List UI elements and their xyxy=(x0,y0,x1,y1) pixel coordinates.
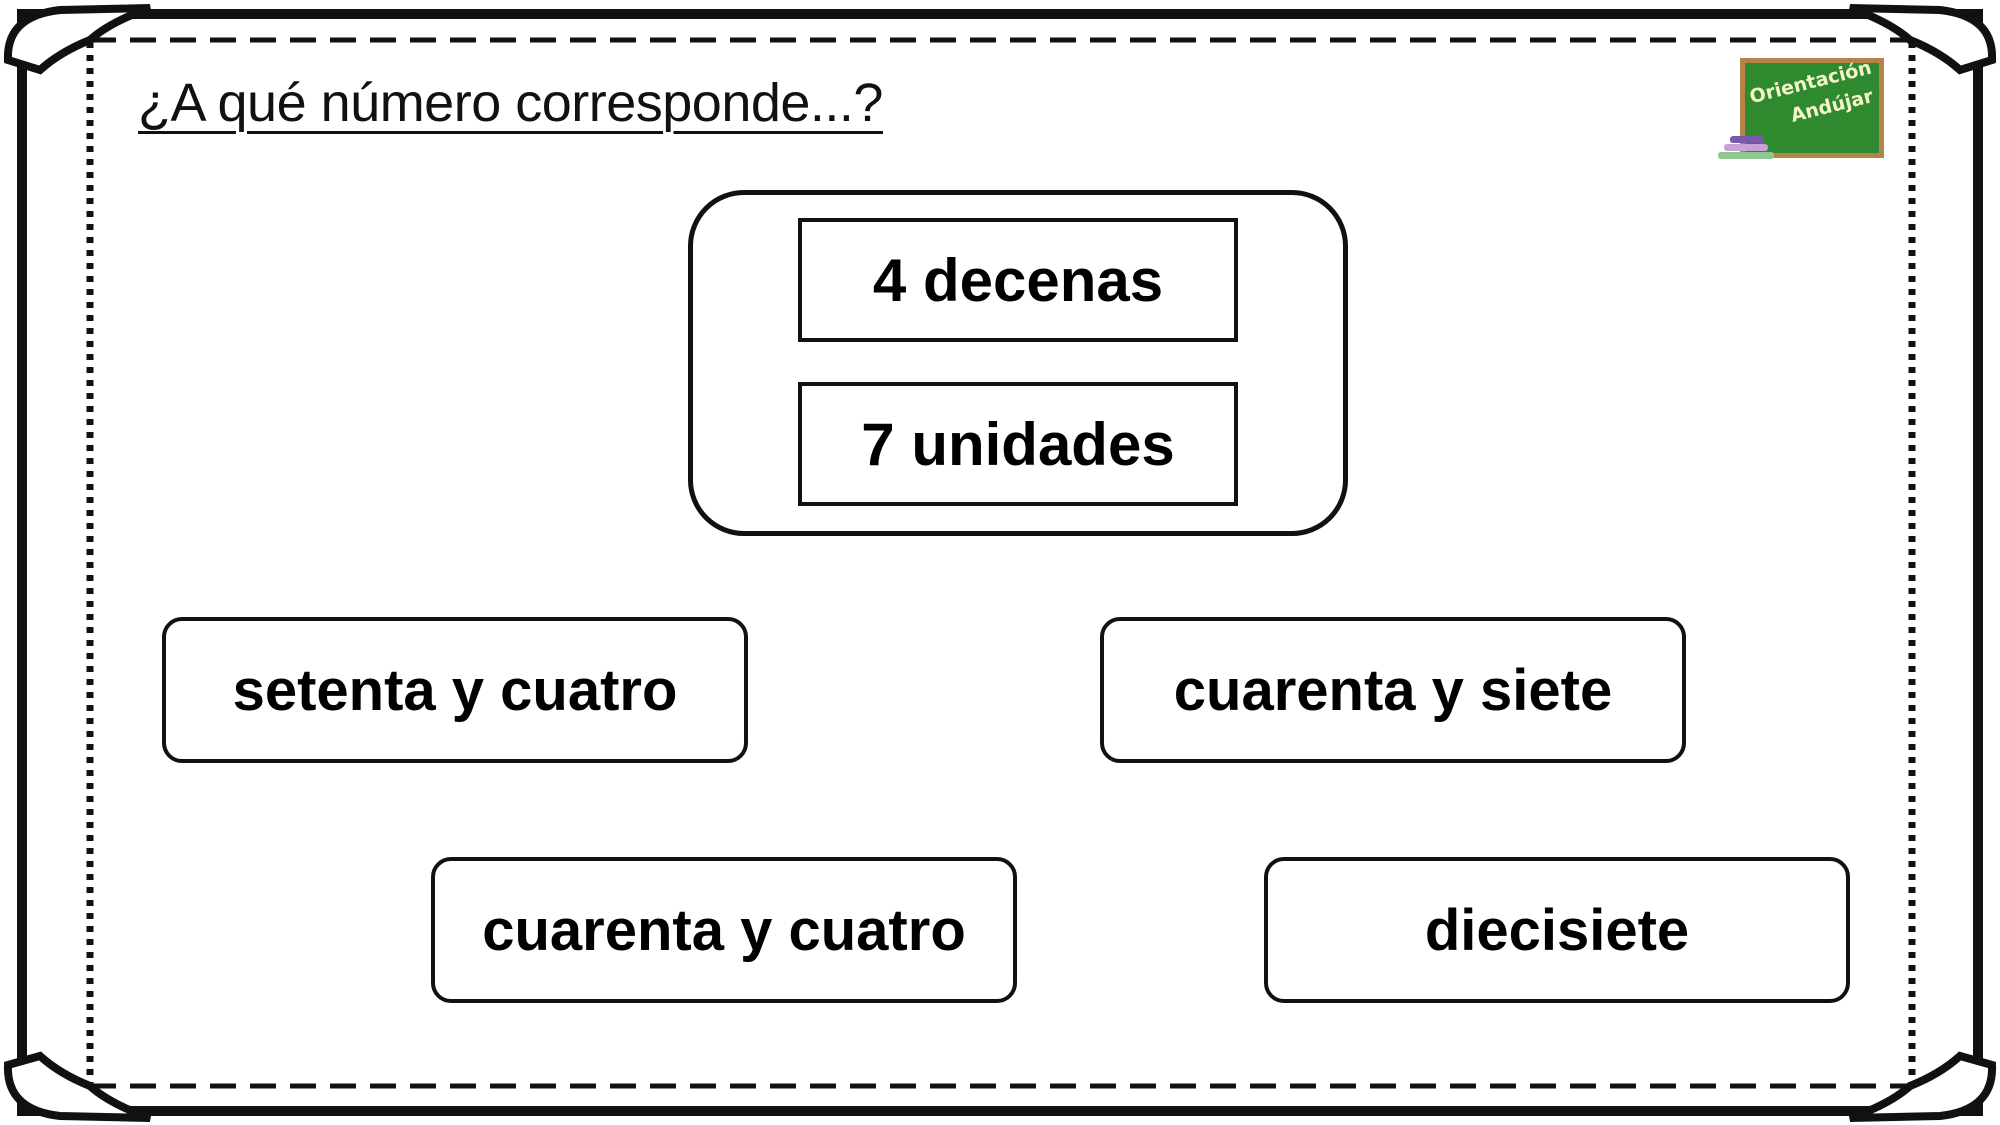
answer-option-cuarenta-y-cuatro[interactable]: cuarenta y cuatro xyxy=(431,857,1017,1003)
clue-units: 7 unidades xyxy=(798,382,1238,506)
chalkboard-icon xyxy=(1740,58,1884,158)
question-title: ¿A qué número corresponde...? xyxy=(138,73,883,133)
answer-option-setenta-y-cuatro[interactable]: setenta y cuatro xyxy=(162,617,748,763)
answer-option-cuarenta-y-siete[interactable]: cuarenta y siete xyxy=(1100,617,1686,763)
answer-option-diecisiete[interactable]: diecisiete xyxy=(1264,857,1850,1003)
orientacion-andujar-logo: Orientación Andújar xyxy=(1718,57,1888,168)
books-icon xyxy=(1718,136,1778,166)
clue-tens: 4 decenas xyxy=(798,218,1238,342)
clue-container xyxy=(688,190,1348,536)
